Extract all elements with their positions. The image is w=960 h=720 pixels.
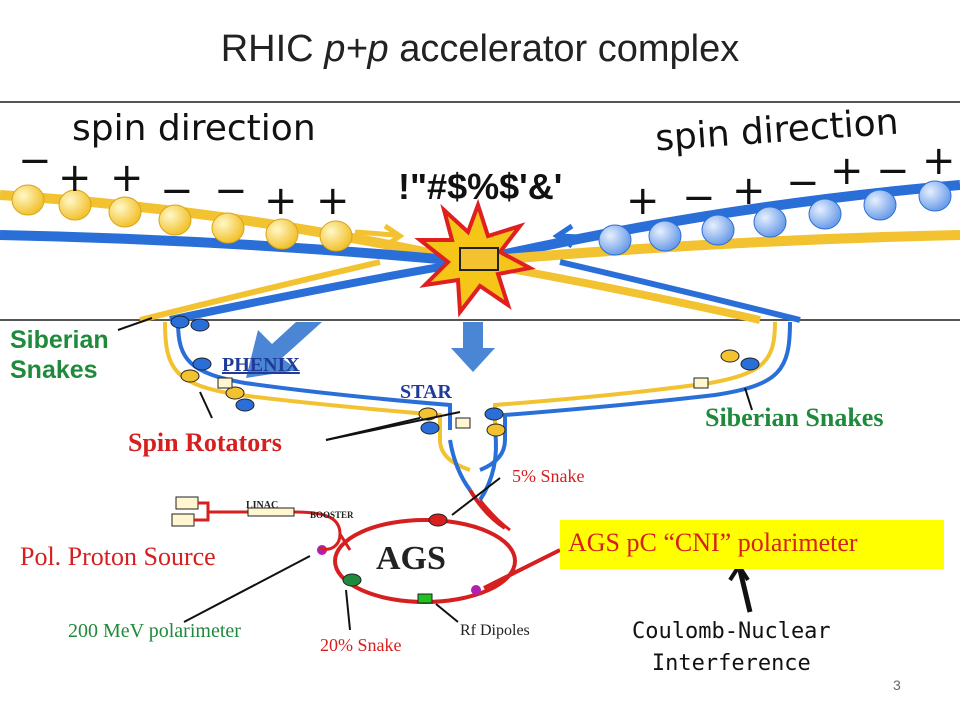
left-sign-1: −	[18, 138, 52, 184]
rhic-rings	[163, 321, 792, 502]
phenix-arrow	[246, 322, 322, 378]
right-sign-2: −	[682, 175, 716, 221]
twenty-pct-snake-label: 20% Snake	[320, 635, 402, 655]
star-arrow	[451, 322, 495, 372]
five-pct-snake-magnet	[428, 513, 448, 527]
pointer-arrows	[117, 317, 753, 631]
spin-rotators-label: Spin Rotators	[128, 428, 282, 457]
linac-line	[171, 496, 352, 551]
rf-dipole	[417, 593, 433, 604]
ags-polarimeter-point	[471, 585, 481, 595]
left-sign-3: +	[110, 155, 144, 201]
coulomb-nuclear-label: Coulomb-Nuclear Interference	[632, 619, 831, 676]
right-sign-4: −	[786, 160, 820, 206]
left-sign-6: +	[264, 178, 298, 224]
spin-direction-left: spin direction	[72, 108, 316, 149]
mev-polarimeter-label: 200 MeV polarimeter	[68, 620, 241, 642]
phenix-label: PHENIX	[222, 354, 300, 376]
ags-polarimeter-box	[560, 520, 944, 569]
rf-dipoles-label: Rf Dipoles	[460, 622, 530, 639]
siberian-snakes-left-label: Siberian Snakes	[10, 326, 109, 384]
left-sign-5: −	[214, 168, 248, 214]
left-sign-2: +	[58, 155, 92, 201]
right-sign-3: +	[732, 168, 766, 214]
twenty-pct-snake-magnet	[342, 573, 362, 587]
left-sign-4: −	[160, 168, 194, 214]
ags-label: AGS	[376, 540, 446, 577]
right-sign-6: −	[876, 148, 910, 194]
blue-bunches	[552, 180, 952, 256]
garbled-label: !"#$%$'&'	[398, 166, 563, 207]
collision-star	[414, 198, 536, 318]
slide-title: RHIC p+p accelerator complex	[220, 28, 740, 70]
right-sign-7: +	[922, 138, 956, 184]
yellow-bunches	[11, 184, 405, 252]
linac-label: LINAC	[246, 500, 279, 511]
five-pct-snake-label: 5% Snake	[512, 466, 585, 486]
pol-proton-source-label: Pol. Proton Source	[20, 542, 216, 571]
cni-arrow	[737, 569, 753, 613]
polarimeter-red-arrow	[483, 548, 561, 590]
star-label: STAR	[400, 381, 452, 403]
siberian-snakes-right-label: Siberian Snakes	[705, 403, 884, 432]
booster-label: BOOSTER	[310, 510, 354, 520]
right-sign-1: +	[626, 178, 660, 224]
snake-magnets	[170, 315, 760, 437]
left-sign-7: +	[316, 178, 350, 224]
page-number: 3	[893, 677, 901, 693]
ags-polarimeter-label: AGS pC “CNI” polarimeter	[568, 528, 858, 557]
right-sign-5: +	[830, 148, 864, 194]
